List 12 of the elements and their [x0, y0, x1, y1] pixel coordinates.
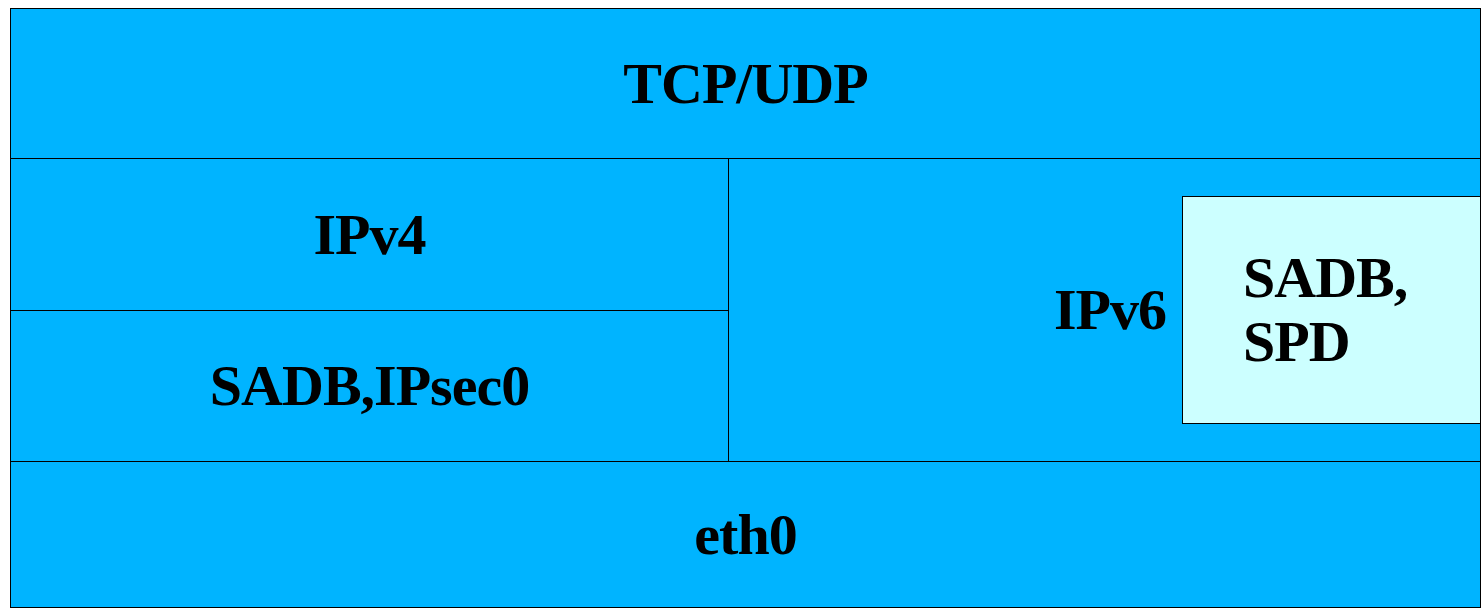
layer-box [10, 158, 729, 311]
layer-box [728, 158, 1481, 462]
layer-box [10, 310, 729, 462]
layer-label: SADB,IPsec0 [209, 354, 530, 418]
layer-label: SADB, SPD [1243, 246, 1409, 374]
layer-label: IPv6 [1054, 278, 1166, 342]
inner-box [1182, 196, 1481, 424]
layer-label: IPv4 [313, 202, 426, 267]
layer-box [10, 8, 1481, 159]
layer-label: eth0 [694, 502, 797, 567]
layer-label: TCP/UDP [623, 51, 868, 116]
layer-box [10, 461, 1481, 608]
